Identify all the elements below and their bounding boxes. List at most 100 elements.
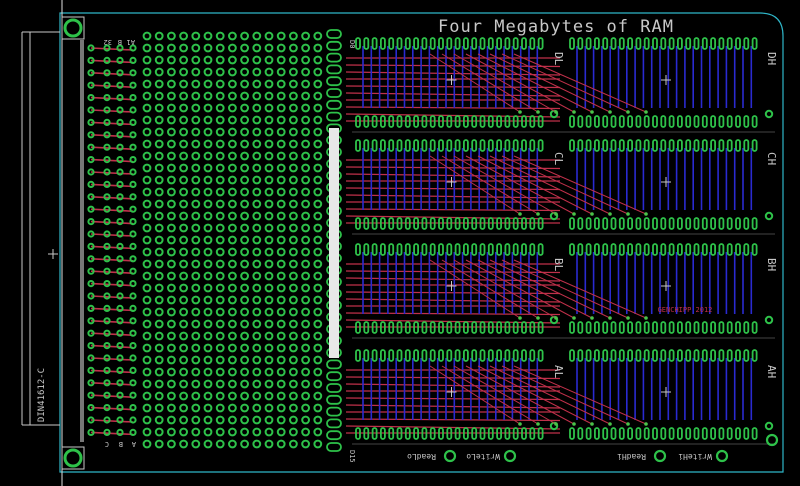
chip-pin-top bbox=[677, 243, 683, 256]
connector-pin bbox=[103, 428, 111, 436]
proto-pad bbox=[154, 343, 164, 353]
connector-pin bbox=[129, 267, 137, 275]
chip-pin-top bbox=[355, 349, 361, 362]
proto-pad bbox=[289, 223, 298, 233]
proto-pad bbox=[313, 283, 323, 293]
proto-pad bbox=[191, 199, 201, 209]
proto-pad bbox=[264, 139, 274, 149]
proto-pad bbox=[289, 151, 298, 161]
fan-trace bbox=[465, 365, 575, 425]
chip-pin-top bbox=[429, 139, 436, 152]
proto-pad bbox=[276, 79, 286, 89]
row-trace bbox=[345, 404, 561, 409]
chip-pin-bottom bbox=[355, 427, 361, 440]
chip-pin-bottom bbox=[388, 321, 395, 334]
proto-pad bbox=[142, 283, 152, 293]
proto-pad bbox=[313, 151, 323, 161]
chip-pin-top bbox=[668, 349, 675, 362]
proto-pad bbox=[142, 175, 152, 185]
proto-pad bbox=[154, 439, 164, 449]
proto-pad bbox=[240, 199, 250, 209]
chip-pin-bottom bbox=[652, 427, 658, 440]
proto-pad bbox=[264, 163, 274, 173]
connector-trace bbox=[90, 431, 134, 436]
connector-pin bbox=[103, 69, 111, 77]
signal-pad-0 bbox=[443, 449, 457, 463]
proto-pad bbox=[215, 259, 225, 269]
chip-pin-bottom bbox=[413, 115, 420, 128]
chip-pin-top bbox=[735, 37, 741, 50]
chip-pin-bottom bbox=[668, 321, 675, 334]
proto-pad bbox=[179, 67, 189, 77]
proto-pad bbox=[142, 379, 152, 389]
chip-pin-top bbox=[379, 37, 386, 50]
chip-pin-top bbox=[685, 139, 692, 152]
chip-pin-bottom bbox=[652, 321, 658, 334]
proto-pad bbox=[167, 79, 176, 89]
chip-pin-top bbox=[487, 349, 494, 362]
connector-pin bbox=[129, 81, 137, 89]
proto-pad bbox=[264, 151, 274, 161]
connector-trace bbox=[90, 134, 134, 138]
chip-pin-top bbox=[487, 139, 494, 152]
chip-pin-top bbox=[371, 349, 378, 362]
proto-pad bbox=[276, 223, 286, 233]
proto-pad bbox=[167, 283, 176, 293]
chip-pin-bottom bbox=[454, 217, 461, 230]
chip-pin-top bbox=[379, 243, 386, 256]
proto-pad bbox=[252, 163, 262, 173]
chip-pin-top bbox=[701, 349, 708, 362]
connector-trace bbox=[90, 344, 134, 349]
ram-chip-array bbox=[345, 37, 775, 445]
connector-pin bbox=[103, 156, 111, 164]
proto-pad bbox=[289, 211, 298, 221]
chip-pin-top bbox=[660, 349, 667, 362]
chip-pin-top bbox=[454, 37, 461, 50]
proto-pad bbox=[276, 367, 286, 377]
chip-pin-top bbox=[602, 243, 609, 256]
proto-pad bbox=[276, 55, 286, 65]
connector-pin bbox=[87, 168, 95, 176]
chip-pin-top bbox=[627, 243, 633, 256]
chip-pin-bottom bbox=[710, 321, 716, 334]
proto-pad bbox=[142, 271, 152, 281]
proto-pad bbox=[179, 295, 189, 305]
chip-pin-top bbox=[512, 349, 519, 362]
proto-pad bbox=[289, 367, 298, 377]
chip-pin-bottom bbox=[693, 217, 700, 230]
connector-trace bbox=[90, 382, 134, 386]
row-trace bbox=[345, 383, 561, 388]
proto-pad bbox=[313, 295, 323, 305]
chip-pin-top bbox=[652, 243, 658, 256]
proto-pad bbox=[276, 187, 286, 197]
header-pin bbox=[326, 359, 342, 370]
connector-pin bbox=[116, 329, 124, 337]
connector-trace bbox=[90, 406, 134, 411]
chip-pin-bottom bbox=[602, 217, 609, 230]
chip-pin-bottom bbox=[677, 115, 683, 128]
connector-pin bbox=[87, 255, 95, 263]
proto-pad bbox=[252, 175, 262, 185]
chip-pin-bottom bbox=[618, 217, 625, 230]
proto-pad bbox=[301, 187, 311, 197]
chip-pin-bottom bbox=[379, 427, 386, 440]
proto-pad bbox=[215, 211, 225, 221]
connector-pin bbox=[87, 230, 95, 238]
chip-pin-bottom bbox=[454, 321, 461, 334]
chip-pin-top bbox=[693, 139, 700, 152]
chip-pin-bottom bbox=[404, 115, 411, 128]
proto-pad bbox=[179, 103, 189, 113]
chip-pin-top bbox=[429, 37, 436, 50]
proto-pad bbox=[252, 79, 262, 89]
row-trace bbox=[345, 418, 561, 422]
chip-pin-top bbox=[396, 37, 403, 50]
connector-trace bbox=[90, 394, 134, 398]
chip-pin-bottom bbox=[643, 115, 650, 128]
proto-pad bbox=[179, 247, 189, 257]
chip-pin-top bbox=[529, 37, 536, 50]
fan-trace bbox=[477, 259, 593, 319]
chip-pin-bottom bbox=[735, 321, 741, 334]
chip-pin-bottom bbox=[479, 321, 486, 334]
proto-pad bbox=[179, 403, 189, 413]
chip-pin-top bbox=[701, 139, 708, 152]
